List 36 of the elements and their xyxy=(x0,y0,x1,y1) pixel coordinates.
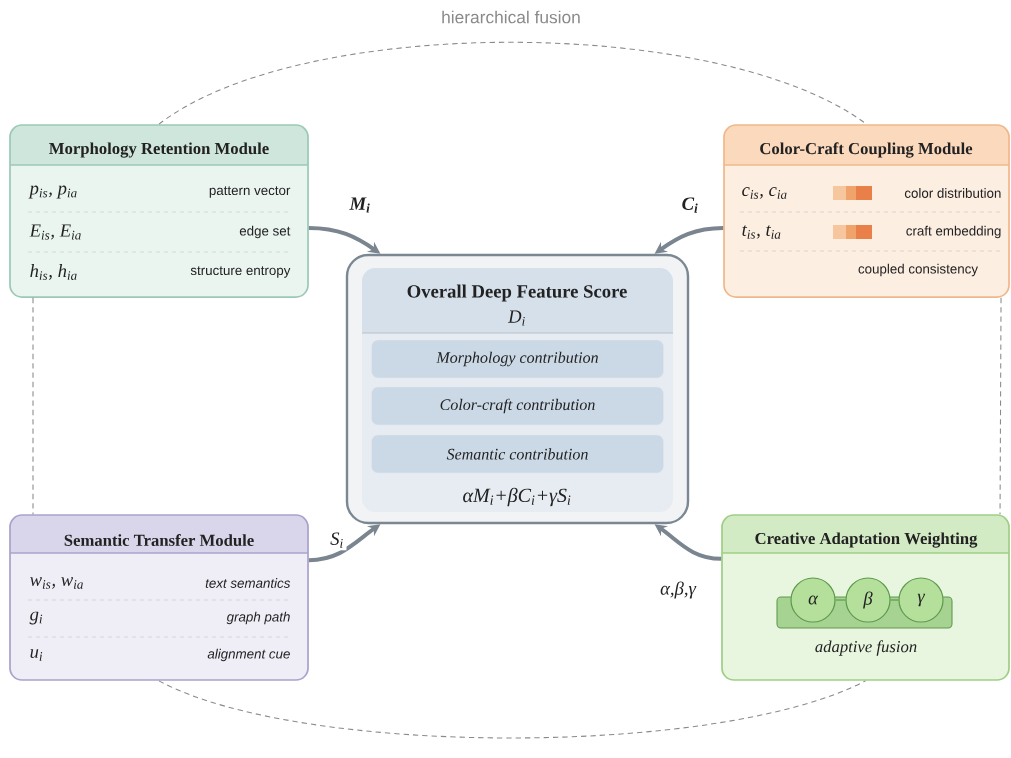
module-title: Creative Adaptation Weighting xyxy=(755,532,978,548)
contribution-bar: Color-craft contribution xyxy=(371,386,664,426)
variable-label: p$_{is}$, p$_{ia}$ xyxy=(28,185,77,199)
edge-label: α,β,γ xyxy=(657,578,699,602)
variable-label: E$_{is}$, E$_{ia}$ xyxy=(29,224,81,240)
module-title: Color-Craft Coupling Module xyxy=(760,142,973,158)
module-title: Morphology Retention Module xyxy=(49,142,269,158)
row-label: craft embedding xyxy=(906,225,1001,239)
formula: αM$_{i}$+βC$_{i}$+γS$_{i}$ xyxy=(463,487,571,507)
row-label: pattern vector xyxy=(209,186,291,198)
variable-label: g$_{i}$ xyxy=(29,611,43,625)
row-label: color distribution xyxy=(904,188,1001,198)
variable-label: c$_{is}$, c$_{ia}$ xyxy=(742,187,787,199)
variable-label: h$_{is}$, h$_{ia}$ xyxy=(30,264,77,280)
module-title: Semantic Transfer Module xyxy=(64,534,254,546)
edge-label: hierarchical fusion xyxy=(438,7,584,27)
variable-label: w$_{is}$, w$_{ia}$ xyxy=(30,577,83,589)
edge-label: S$_{i}$ xyxy=(327,529,347,551)
panel-title: Overall Deep Feature Score xyxy=(407,284,627,302)
edge-label: C$_{i}$ xyxy=(678,194,702,216)
connector-line xyxy=(835,599,846,601)
row-label: structure entropy xyxy=(190,266,291,278)
row-label: edge set xyxy=(239,225,291,239)
score-symbol: D$_{i}$ xyxy=(507,310,525,326)
caption-text: adaptive fusion xyxy=(815,640,917,656)
row-label: alignment cue xyxy=(207,648,290,662)
edge-label: M$_{i}$ xyxy=(346,194,374,216)
connector-line xyxy=(890,599,899,601)
row-label: graph path xyxy=(226,611,290,625)
variable-label: u$_{i}$ xyxy=(30,649,43,661)
variable-label: t$_{is}$, t$_{ia}$ xyxy=(742,225,781,239)
contribution-bar: Semantic contribution xyxy=(371,434,664,474)
row-label: coupled consistency xyxy=(858,263,978,277)
dashed-connector xyxy=(158,680,867,739)
row-label: text semantics xyxy=(205,578,291,588)
contribution-bar: Morphology contribution xyxy=(371,339,664,379)
